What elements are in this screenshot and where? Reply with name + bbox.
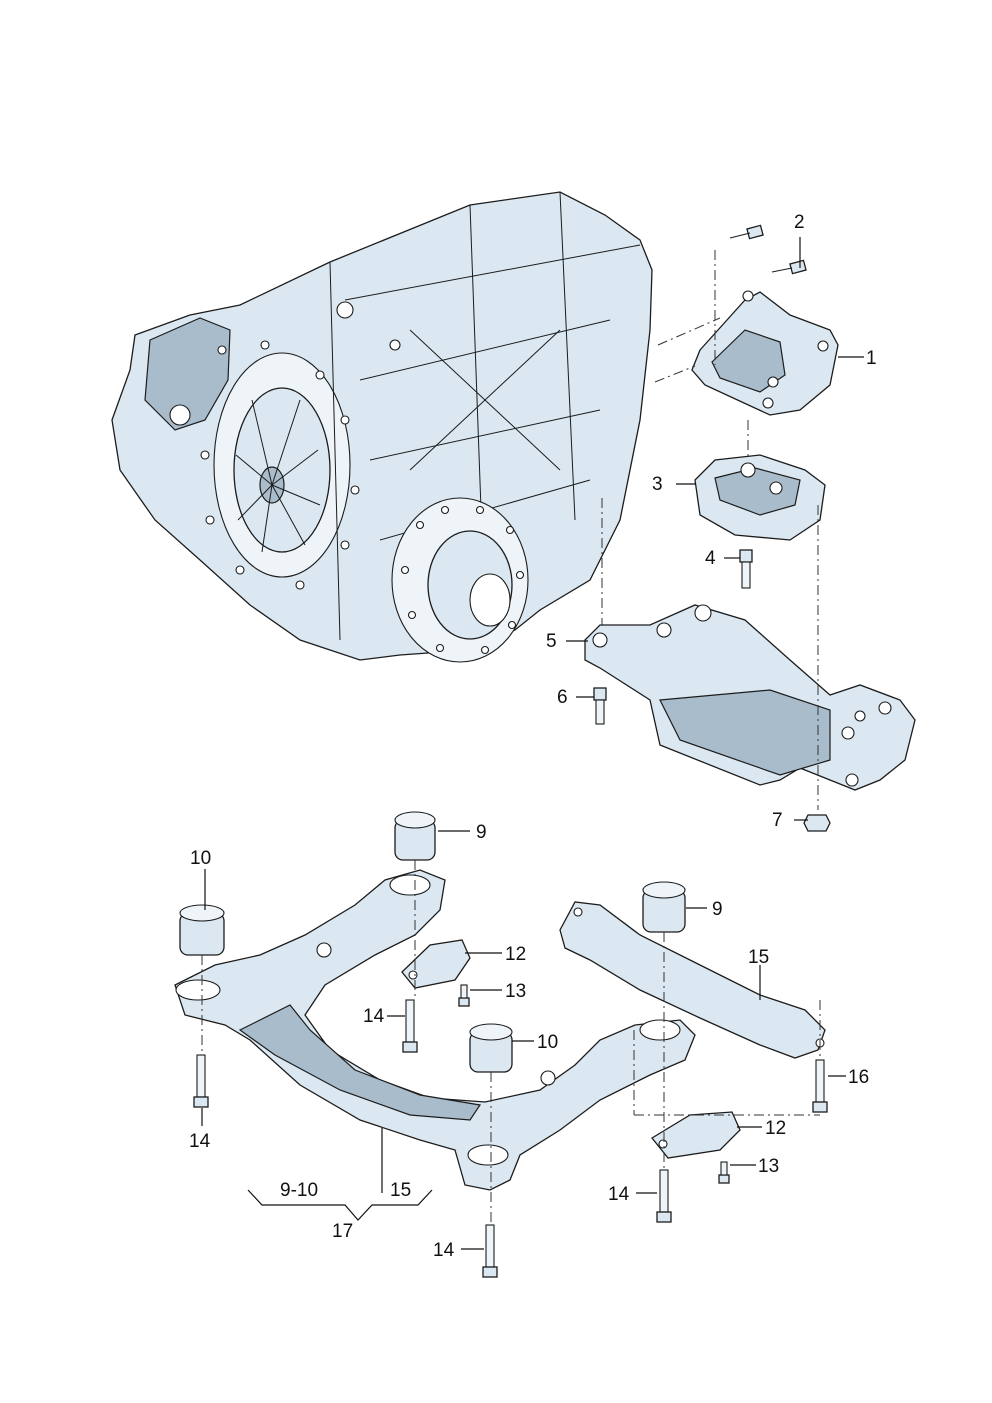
callouts: 1 2 3 4 5 6 7 9 9 10 10 12 12 13 13 14 1… — [189, 212, 877, 1261]
part-14-bolt-a — [402, 999, 418, 1053]
part-10-bushing-b — [469, 1023, 513, 1073]
callout-12-a: 12 — [505, 944, 526, 965]
callout-1: 1 — [866, 348, 877, 369]
part-13-bolt-b — [718, 1161, 730, 1184]
callout-10-a: 10 — [190, 848, 211, 869]
callout-3: 3 — [652, 474, 663, 495]
subframe-front — [174, 869, 696, 1191]
callout-group-9-10: 9-10 — [280, 1180, 318, 1201]
assembly-lines — [201, 250, 821, 1225]
callout-2: 2 — [794, 212, 805, 233]
gearbox-housing — [111, 191, 653, 663]
callout-14-a: 14 — [363, 1006, 385, 1027]
part-14-bolt-b — [193, 1054, 209, 1108]
part-12-bracket-b — [651, 1111, 741, 1159]
callout-5: 5 — [546, 631, 557, 652]
callout-15-a: 15 — [748, 947, 769, 968]
part-9-bushing-b — [642, 881, 686, 933]
callout-13-b: 13 — [758, 1156, 779, 1177]
callout-15-b: 15 — [390, 1180, 411, 1201]
callout-14-d: 14 — [433, 1240, 455, 1261]
part-7-nut — [803, 814, 831, 832]
callout-14-b: 14 — [189, 1131, 211, 1152]
callout-14-c: 14 — [608, 1184, 630, 1205]
callout-16: 16 — [848, 1067, 869, 1088]
callout-10-b: 10 — [537, 1032, 558, 1053]
callout-group-17: 17 — [332, 1221, 353, 1242]
part-14-bolt-c — [482, 1224, 498, 1278]
callout-13-a: 13 — [505, 981, 526, 1002]
part-2-bolts — [729, 224, 807, 275]
leader-lines — [201, 237, 864, 1250]
callout-4: 4 — [705, 548, 716, 569]
part-5-crossmember — [584, 604, 916, 791]
part-13-bolt-a — [458, 984, 470, 1007]
part-1-bracket — [691, 290, 839, 416]
part-16-bolt — [812, 1059, 828, 1113]
part-3-transmission-mount — [694, 454, 826, 541]
part-10-bushing-a — [179, 904, 225, 956]
part-6-bolt — [593, 687, 607, 725]
part-4-bolt — [739, 549, 753, 589]
part-9-bushing-a — [394, 811, 436, 861]
callout-9-b: 9 — [712, 899, 723, 920]
part-14-bolt-d — [656, 1169, 672, 1223]
part-12-bracket-a — [401, 939, 471, 989]
callout-7: 7 — [772, 810, 783, 831]
callout-12-b: 12 — [765, 1118, 786, 1139]
callout-9-a: 9 — [476, 822, 487, 843]
callout-6: 6 — [557, 687, 568, 708]
part-15-strut-bar — [559, 901, 826, 1059]
